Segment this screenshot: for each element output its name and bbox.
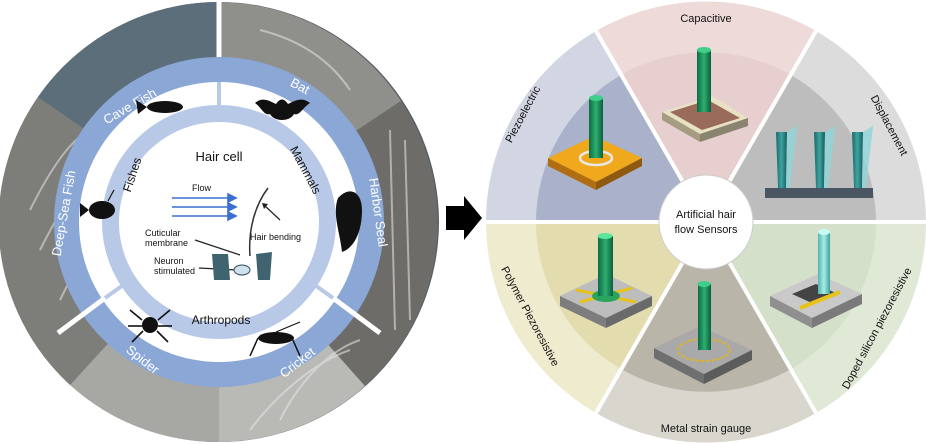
piezoelectric-device-icon	[548, 95, 642, 190]
hair-cell-title: Hair cell	[196, 149, 243, 164]
cricket-icon	[249, 321, 301, 357]
spider-icon	[128, 309, 172, 343]
biological-hair-cell-diagram: Hair cell Flow Hair bending Cuticular me…	[0, 2, 439, 443]
arthropods-label: Arthropods	[192, 313, 251, 327]
transition-arrow-icon	[446, 196, 482, 240]
neuron-label: Neuron	[154, 256, 184, 266]
center-circle	[658, 174, 754, 270]
cuticular-label: Cuticular	[145, 228, 181, 238]
polymer-device-icon	[560, 233, 652, 328]
hair-bending-pointer	[263, 204, 281, 221]
center-line2: flow Sensors	[675, 224, 738, 236]
cave-fish-icon	[136, 100, 183, 114]
harbor-seal-icon	[335, 191, 362, 252]
ring-dividers	[56, 2, 382, 336]
capacitive-label: Capacitive	[680, 13, 731, 25]
metal-strain-device-icon	[654, 281, 752, 384]
hair-bending-label: Hair bending	[250, 232, 301, 242]
deep-sea-fish-icon	[80, 189, 115, 219]
metal-strain-label: Metal strain gauge	[661, 423, 752, 435]
stimulated-label: stimulated	[154, 266, 195, 276]
flow-arrows	[172, 192, 238, 222]
bat-icon	[255, 99, 310, 120]
displacement-device-icon	[765, 126, 873, 198]
capacitive-device-icon	[662, 47, 748, 142]
membrane-label: membrane	[145, 238, 188, 248]
hair-strand	[248, 187, 269, 257]
artificial-sensor-diagram: Artificial hair flow Sensors Capacitive …	[485, 1, 926, 443]
doped-silicon-device-icon	[770, 229, 862, 328]
center-line1: Artificial hair	[676, 209, 736, 221]
neuron-cells	[212, 252, 272, 280]
flow-label: Flow	[192, 183, 212, 193]
